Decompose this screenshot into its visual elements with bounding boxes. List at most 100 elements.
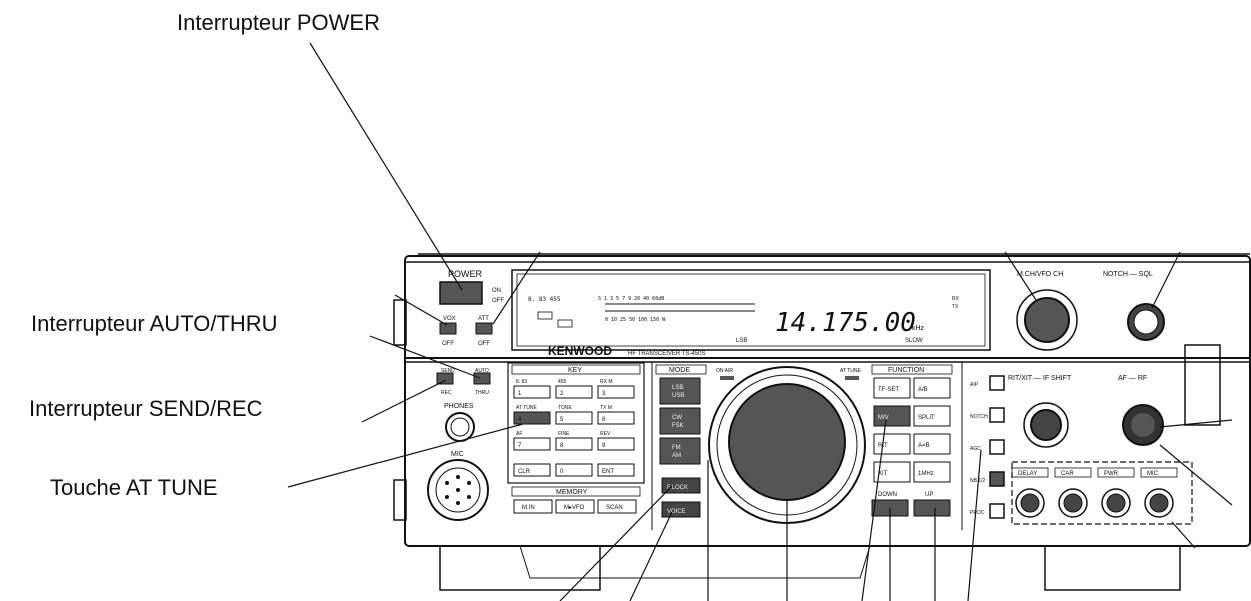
send-rec-switch[interactable] <box>436 372 454 385</box>
key-sublabel: AF <box>516 431 522 437</box>
function-key[interactable] <box>873 405 911 427</box>
function-key[interactable] <box>913 461 951 483</box>
flock-label: F.LOCK <box>667 485 688 491</box>
display-left-label: 8. 83 455 <box>528 296 561 303</box>
af-rf-label: AF — RF <box>1118 375 1147 382</box>
small-knob[interactable] <box>1106 493 1126 513</box>
keypad-key-4[interactable] <box>513 411 551 425</box>
key-sublabel: AT TUNE <box>516 405 538 411</box>
memory-key[interactable] <box>555 499 595 514</box>
voice-label: VOICE <box>667 509 686 515</box>
small-knob[interactable] <box>1149 493 1169 513</box>
function-key-label: TF-SET <box>878 387 899 393</box>
at-tune-lamp <box>845 376 859 380</box>
side-key[interactable] <box>989 439 1005 455</box>
callout-power: Interrupteur POWER <box>177 10 380 35</box>
agc-indicator: SLOW <box>905 338 923 344</box>
memory-key[interactable] <box>597 499 637 514</box>
notch-sql-label: NOTCH — SQL <box>1103 271 1153 278</box>
function-key[interactable] <box>873 377 911 399</box>
po-scale: 0 10 25 50 100 150 W <box>605 317 666 323</box>
key-sublabel: TX M <box>600 405 612 411</box>
rec-label: REC <box>441 390 452 396</box>
frequency-unit: kHz <box>912 325 925 332</box>
key-sublabel: 455 <box>558 379 567 385</box>
mode-key[interactable] <box>659 437 701 465</box>
att-label: ATT <box>478 316 489 322</box>
small-knob[interactable] <box>1063 493 1083 513</box>
display-window: 8. 83 455 S 1 3 5 7 9 20 40 60dB 0 10 25… <box>511 269 991 351</box>
keypad-key-label: 6 <box>602 417 606 423</box>
auto-thru-switch[interactable] <box>473 372 491 385</box>
keypad-key-label: CLR <box>518 469 531 475</box>
side-key[interactable] <box>989 407 1005 423</box>
att-off: OFF <box>478 341 490 347</box>
small-knob-label: MIC <box>1147 471 1159 477</box>
mode-key[interactable] <box>659 407 701 435</box>
keypad-key-label: 0 <box>560 469 564 475</box>
memory-key[interactable] <box>513 499 553 514</box>
keypad-key-ent[interactable] <box>597 463 635 477</box>
vox-switch[interactable] <box>439 322 457 335</box>
mch-vfo-label: M.CH/VFO CH <box>1017 271 1063 278</box>
main-tuning-dial[interactable] <box>728 383 846 501</box>
keypad-key-2[interactable] <box>555 385 593 399</box>
mode-indicator: LSB <box>736 338 747 344</box>
mch-vfo-knob[interactable] <box>1024 297 1070 343</box>
leader-lines <box>287 42 1233 601</box>
keypad-key-7[interactable] <box>513 437 551 451</box>
up-button[interactable] <box>913 499 951 517</box>
keypad-key-clr[interactable] <box>513 463 551 477</box>
small-knob[interactable] <box>1020 493 1040 513</box>
side-key-label: AIP <box>970 382 979 388</box>
brand-logo: KENWOOD <box>548 344 612 358</box>
function-key[interactable] <box>873 433 911 455</box>
function-key-label: A=B <box>918 443 930 449</box>
side-key[interactable] <box>989 503 1005 519</box>
keypad-key-1[interactable] <box>513 385 551 399</box>
flock-button[interactable] <box>661 477 701 494</box>
keypad-key-9[interactable] <box>597 437 635 451</box>
function-key-label: M/V <box>878 415 889 421</box>
function-key[interactable] <box>913 433 951 455</box>
frequency-readout: 14.175.00 <box>775 308 916 338</box>
phones-label: PHONES <box>444 403 474 410</box>
side-key-label: PROC <box>970 510 985 516</box>
mode-key-label: FM <box>672 445 681 451</box>
function-key[interactable] <box>913 405 951 427</box>
keypad-key-3[interactable] <box>597 385 635 399</box>
keypad-key-8[interactable] <box>555 437 593 451</box>
key-sublabel: 8. 83 <box>516 379 527 385</box>
keypad-key-5[interactable] <box>555 411 593 425</box>
keypad-key-label: 4 <box>518 417 522 423</box>
function-key-label: XIT <box>878 471 888 477</box>
mic-label: MIC <box>451 451 464 458</box>
power-switch-group: POWER ON OFF <box>439 269 504 305</box>
keypad-key-label: 5 <box>560 417 564 423</box>
side-key-label: AGC <box>970 446 981 452</box>
function-key[interactable] <box>873 461 911 483</box>
keypad-key-label: ENT <box>602 469 614 475</box>
function-key[interactable] <box>913 377 951 399</box>
send-label: SEND <box>441 368 455 374</box>
att-switch[interactable] <box>475 322 493 335</box>
vox-off: OFF <box>442 341 454 347</box>
on-air-lamp <box>720 376 734 380</box>
keypad-key-0[interactable] <box>555 463 593 477</box>
side-key[interactable] <box>989 375 1005 391</box>
callout-auto-thru: Interrupteur AUTO/THRU <box>31 311 278 336</box>
memory-key-label: M▸VFO <box>564 505 585 511</box>
mic-connector[interactable] <box>427 459 489 521</box>
power-switch[interactable] <box>439 281 483 305</box>
on-air-label: ON AIR <box>716 368 733 374</box>
rit-shift-knob[interactable] <box>1030 409 1062 441</box>
phones-jack[interactable] <box>445 412 475 442</box>
mode-key-label: USB <box>672 393 684 399</box>
power-on: ON <box>492 288 501 294</box>
mode-title: MODE <box>669 367 690 374</box>
side-key[interactable] <box>989 471 1005 487</box>
keypad-key-6[interactable] <box>597 411 635 425</box>
mode-key[interactable] <box>659 377 701 405</box>
